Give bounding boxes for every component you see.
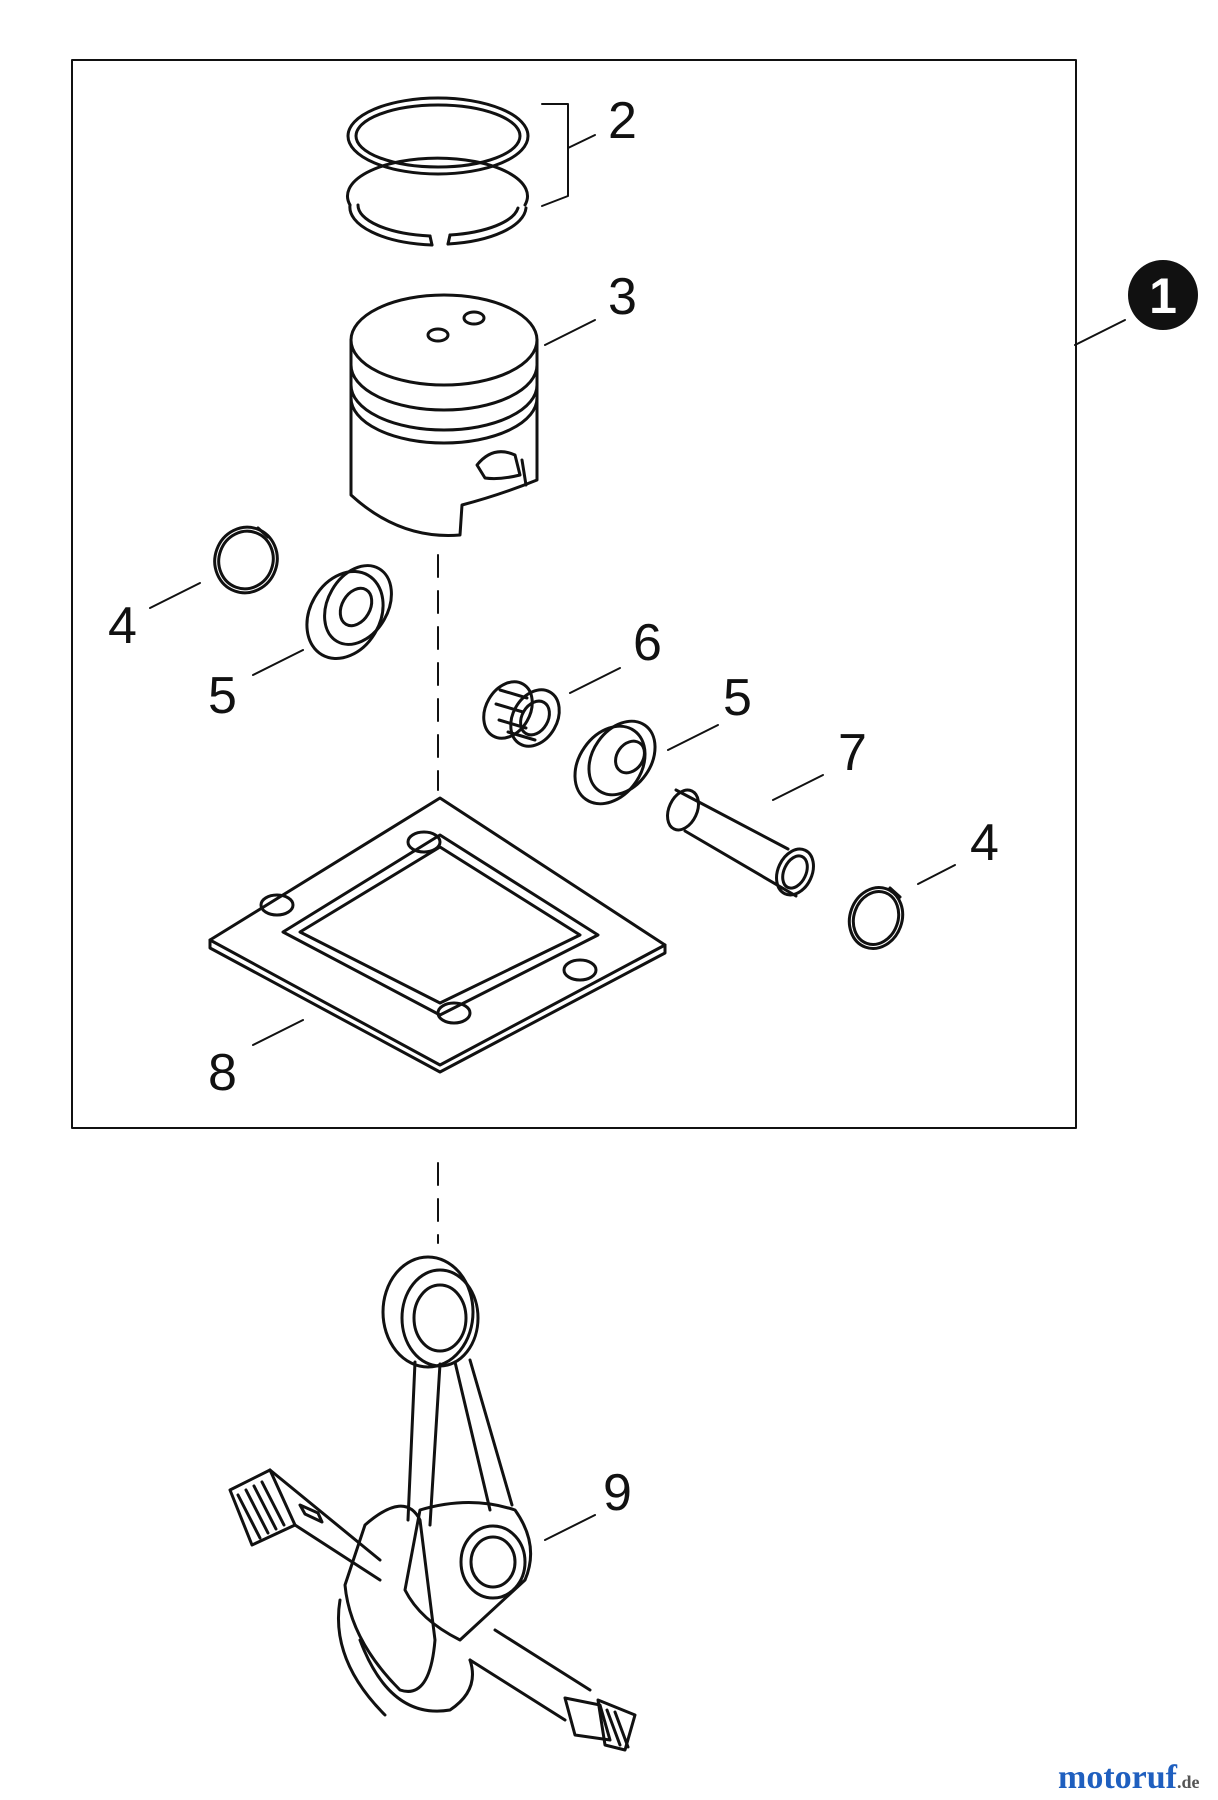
kit-badge-icon xyxy=(1128,260,1198,330)
callout-6: 6 xyxy=(633,614,662,672)
watermark-suffix: .de xyxy=(1177,1772,1200,1792)
watermark-main: motoruf xyxy=(1058,1759,1178,1796)
crankshaft xyxy=(228,1255,637,1752)
piston-pin xyxy=(666,788,815,898)
washer-right xyxy=(573,719,657,806)
circlip-right xyxy=(847,886,905,950)
gasket xyxy=(208,796,667,1074)
callout-4-right: 4 xyxy=(970,814,999,872)
kit-frame xyxy=(71,59,1077,1129)
callout-1: 1 xyxy=(1149,268,1177,324)
piston xyxy=(349,293,539,537)
callout-5-right: 5 xyxy=(723,669,752,727)
watermark: motoruf.de xyxy=(1058,1759,1199,1796)
needle-bearing xyxy=(482,680,561,748)
kit-marker: 1 xyxy=(1128,260,1198,330)
callout-7: 7 xyxy=(838,724,867,782)
circlip-left xyxy=(213,525,279,595)
callout-9: 9 xyxy=(603,1464,632,1522)
callout-2: 2 xyxy=(608,92,637,150)
callout-5-left: 5 xyxy=(208,667,237,725)
callout-3: 3 xyxy=(608,268,637,326)
callout-8: 8 xyxy=(208,1044,237,1102)
washer-left xyxy=(305,564,393,661)
callout-4-left: 4 xyxy=(108,597,137,655)
piston-rings xyxy=(346,96,530,247)
leader-lines xyxy=(149,103,1126,1541)
